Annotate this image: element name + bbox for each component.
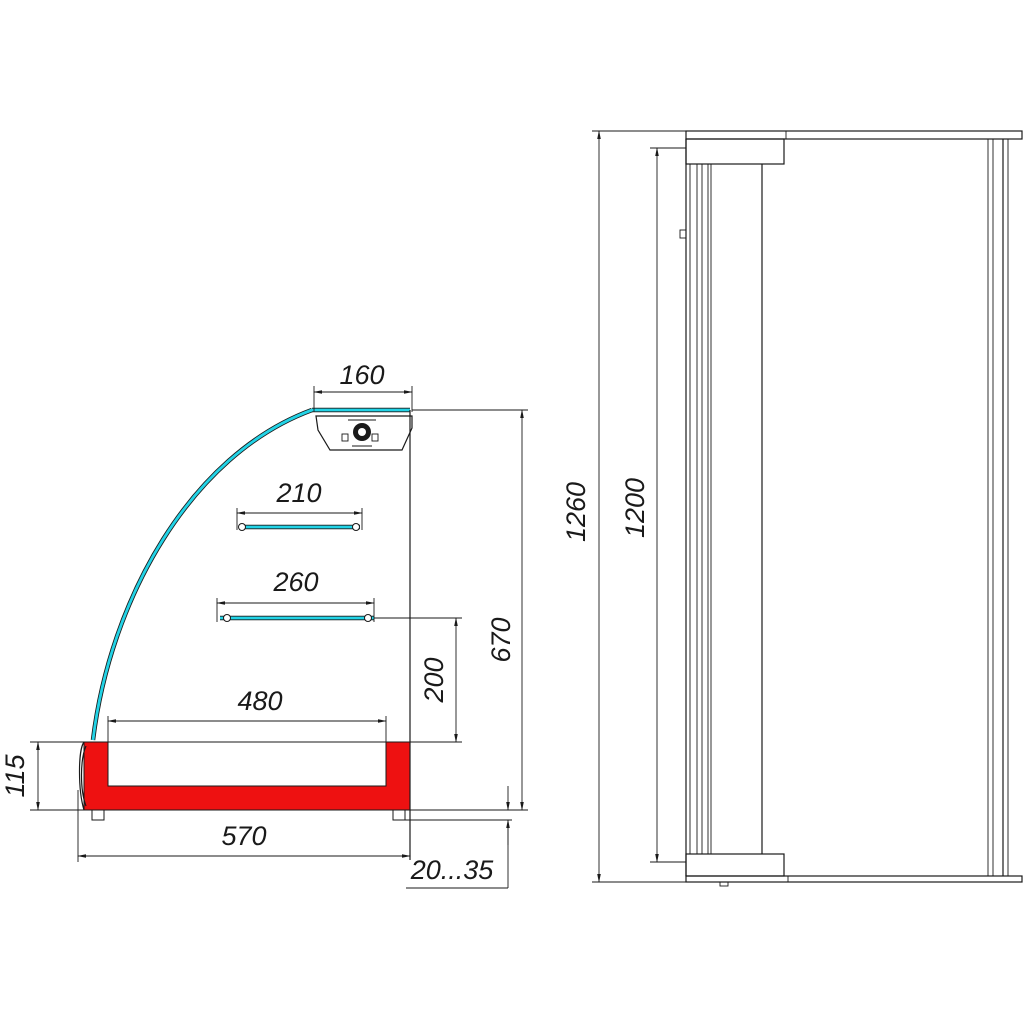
dim-label-base-width: 570 [221, 821, 266, 851]
dim-label-deck-depth: 480 [237, 686, 282, 716]
dim-top-width: 160 [313, 360, 413, 412]
dim-base-height: 115 [0, 741, 84, 811]
dim-lower-shelf: 260 [216, 567, 375, 605]
dim-leg-adjust: 20...35 [405, 786, 512, 889]
dim-label-inner-height: 1200 [620, 478, 650, 538]
dim-deck-depth: 480 [107, 686, 387, 742]
dim-label-base-height: 115 [0, 753, 30, 797]
dim-inner-height: 1200 [620, 147, 686, 863]
foot-right [392, 809, 406, 821]
side-view: 160 210 260 480 200 [0, 360, 528, 889]
front-view: 1260 1200 [561, 130, 1023, 887]
dim-base-width: 570 [77, 790, 411, 862]
dim-total-height: 670 [410, 409, 528, 811]
base-tray [83, 741, 411, 811]
base-front-corner [78, 741, 87, 811]
dim-overall-height: 1260 [561, 130, 686, 883]
top-block [685, 138, 785, 165]
dim-label-overall-height: 1260 [561, 482, 591, 542]
upper-shelf [236, 508, 363, 531]
dim-label-upper-shelf: 210 [275, 478, 321, 508]
dim-label-top-width: 160 [339, 360, 384, 390]
bottom-block [685, 853, 785, 877]
dim-label-total-height: 670 [486, 617, 516, 662]
dim-label-shelf-height: 200 [419, 657, 449, 703]
dim-label-leg-adjust: 20...35 [410, 855, 495, 885]
lamp-housing [315, 415, 413, 451]
top-rail [685, 130, 1023, 140]
curved-glass-inner [91, 408, 313, 741]
dim-shelf-height: 200 [374, 617, 462, 743]
bottom-rail [685, 875, 1023, 883]
lower-shelf [216, 598, 375, 622]
dim-label-lower-shelf: 260 [272, 567, 318, 597]
foot-left [91, 809, 105, 821]
dim-upper-shelf: 210 [236, 478, 363, 515]
